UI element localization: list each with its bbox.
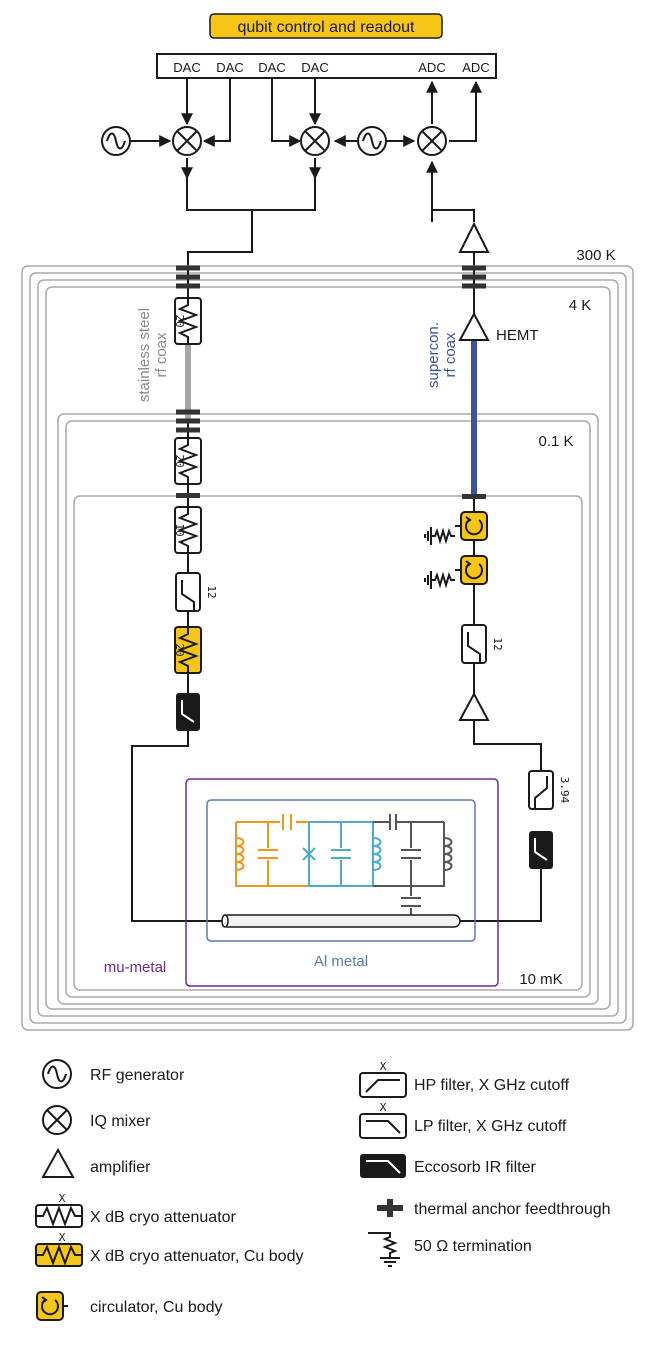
feedthrough-icon xyxy=(462,494,486,499)
x-marker: X xyxy=(380,1060,387,1073)
dac-label: DAC xyxy=(173,60,200,75)
filter-cutoff-value: 3.94 xyxy=(558,777,571,804)
qubit-circuit xyxy=(235,814,453,916)
iq-mixer-icon xyxy=(172,126,202,156)
x-marker: X xyxy=(59,1231,66,1244)
legend-label: thermal anchor feedthrough xyxy=(414,1201,611,1218)
dac-label: DAC xyxy=(216,60,243,75)
legend-label: HP filter, X GHz cutoff xyxy=(414,1077,570,1094)
x-marker: X xyxy=(59,1192,66,1205)
hp-filter-icon xyxy=(359,1072,407,1098)
filter-cutoff-value: 12 xyxy=(491,637,504,650)
adc-label: ADC xyxy=(462,60,489,75)
attenuator-value: 20 xyxy=(173,314,186,327)
eccosorb-filter-icon xyxy=(175,692,201,732)
x-marker: X xyxy=(380,1101,387,1114)
page-title: qubit control and readout xyxy=(237,19,415,36)
feedthrough-icon xyxy=(176,409,200,433)
al-metal-shield xyxy=(206,799,476,942)
legend-label: circulator, Cu body xyxy=(90,1299,223,1316)
amplifier-icon xyxy=(458,691,490,721)
circulator-icon xyxy=(460,555,488,585)
legend-label: Eccosorb IR filter xyxy=(414,1159,536,1176)
input-coax-label: rf coax xyxy=(153,332,170,378)
attenuator-value: 10 xyxy=(173,523,186,536)
al-metal-label: Al metal xyxy=(314,953,368,970)
circulator-icon xyxy=(460,511,488,541)
electronics-rack xyxy=(156,53,497,79)
dac-label: DAC xyxy=(258,60,285,75)
rf-generator-icon xyxy=(357,126,387,156)
lp-filter-icon xyxy=(461,624,487,664)
amplifier-icon xyxy=(41,1147,75,1178)
title-badge xyxy=(209,13,443,39)
stage-4k-label: 4 K xyxy=(569,297,592,314)
lp-filter-icon xyxy=(359,1113,407,1139)
hemt-amplifier-icon xyxy=(458,311,490,341)
iq-mixer-icon xyxy=(417,126,447,156)
filter-cutoff-value: 12 xyxy=(205,585,218,598)
stage-10mk-label: 10 mK xyxy=(519,971,562,988)
circulator-icon xyxy=(36,1291,64,1321)
rf-generator-icon xyxy=(42,1059,72,1089)
legend-label: X dB cryo attenuator xyxy=(90,1209,237,1226)
amplifier-icon xyxy=(458,221,490,253)
attenuator-value: 20 xyxy=(173,454,186,467)
stage-boxes xyxy=(21,265,634,1031)
termination-icon xyxy=(424,526,456,546)
legend-label: 50 Ω termination xyxy=(414,1238,532,1255)
stage-01k-label: 0.1 K xyxy=(538,433,573,450)
hemt-label: HEMT xyxy=(496,327,539,344)
feedthrough-icon xyxy=(176,493,200,498)
legend: RF generator IQ mixer amplifier X X dB c… xyxy=(35,1059,611,1321)
termination-icon xyxy=(424,570,456,590)
termination-icon xyxy=(368,1232,400,1267)
stage-300k-label: 300 K xyxy=(576,247,615,264)
iq-mixer-icon xyxy=(300,126,330,156)
lp-filter-icon xyxy=(175,572,201,612)
iq-mixer-icon xyxy=(42,1105,72,1135)
feedthrough-icon xyxy=(176,265,200,289)
adc-label: ADC xyxy=(418,60,445,75)
hp-filter-icon xyxy=(528,770,554,810)
mu-metal-label: mu-metal xyxy=(104,959,167,976)
legend-label: LP filter, X GHz cutoff xyxy=(414,1118,567,1135)
feedthrough-icon xyxy=(462,265,486,289)
rf-generator-icon xyxy=(101,126,131,156)
output-coax-label: rf coax xyxy=(442,332,459,378)
feedline xyxy=(221,914,461,928)
room-temp-wiring xyxy=(129,78,482,266)
legend-label: amplifier xyxy=(90,1159,151,1176)
legend-label: X dB cryo attenuator, Cu body xyxy=(90,1248,303,1265)
legend-label: RF generator xyxy=(90,1067,185,1084)
input-line-to-feedline xyxy=(131,731,222,922)
dac-label: DAC xyxy=(301,60,328,75)
eccosorb-filter-icon xyxy=(360,1154,406,1178)
input-coax-label: stainless steel xyxy=(136,308,153,402)
legend-label: IQ mixer xyxy=(90,1113,151,1130)
eccosorb-filter-icon xyxy=(528,830,554,870)
output-coax-label: supercon. xyxy=(425,322,442,388)
attenuator-value: 20 xyxy=(173,643,186,656)
mu-metal-shield xyxy=(185,778,499,987)
